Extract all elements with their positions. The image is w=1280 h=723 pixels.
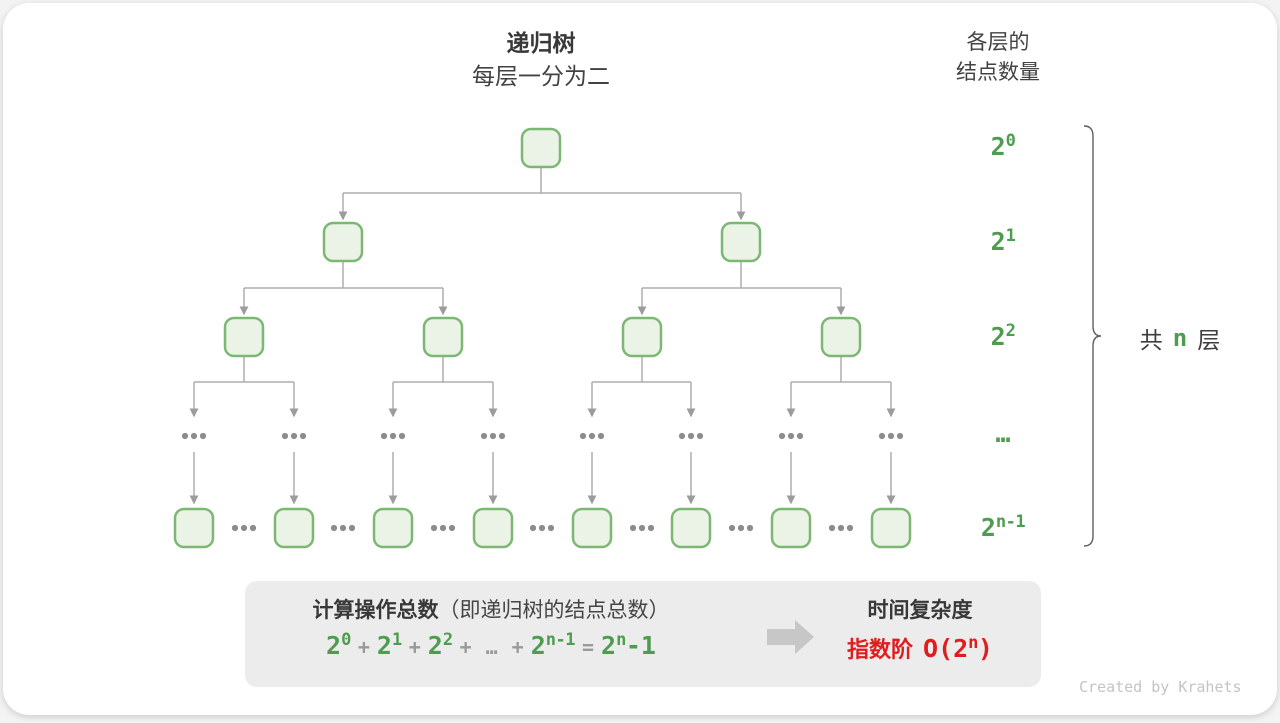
tree-node	[273, 507, 315, 549]
tree-node	[372, 507, 414, 549]
summary-box: 计算操作总数（即递归树的结点总数） 20+21+22+…+2n-1=2n-1 时…	[245, 581, 1041, 687]
tree-node	[621, 316, 663, 358]
tree-node	[472, 507, 514, 549]
implies-arrow-icon	[767, 620, 815, 654]
tree-node-root	[520, 127, 562, 169]
tree-connectors	[189, 167, 896, 505]
watermark: Created by Krahets	[1079, 678, 1242, 696]
total-layers-post: 层	[1197, 327, 1221, 353]
tree-node	[173, 507, 215, 549]
tree-node	[770, 507, 812, 549]
tree-node	[223, 316, 265, 358]
operations-total-title-note: （即递归树的结点总数）	[438, 599, 670, 622]
operations-total-title-bold: 计算操作总数	[312, 599, 439, 622]
tree-node	[870, 507, 912, 549]
diagram-title-block: 递归树 每层一分为二	[391, 27, 691, 93]
levels-column-header-line1: 各层的	[966, 31, 1030, 54]
tree-node	[670, 507, 712, 549]
tree-node	[571, 507, 613, 549]
total-layers-label: 共 n 层	[1115, 321, 1245, 355]
total-layers-n: n	[1172, 324, 1188, 352]
geometric-series-formula: 20+21+22+…+2n-1=2n-1	[326, 630, 656, 660]
tree-node	[322, 221, 364, 263]
operations-total-title: 计算操作总数（即递归树的结点总数）	[257, 594, 725, 624]
level-count-label-2: 22	[990, 321, 1016, 351]
level-count-label-1: 21	[990, 226, 1016, 256]
layers-brace	[1083, 125, 1102, 547]
tree-node	[720, 221, 762, 263]
tree-node	[422, 316, 464, 358]
level-count-label-0: 20	[990, 131, 1016, 161]
total-layers-pre: 共	[1139, 327, 1163, 353]
recursion-tree-diagram	[173, 125, 1102, 549]
operations-total-section: 计算操作总数（即递归树的结点总数） 20+21+22+…+2n-1=2n-1	[257, 594, 725, 660]
tree-node	[820, 316, 862, 358]
level-count-label-ellipsis: …	[995, 419, 1011, 448]
levels-column-header-line2: 结点数量	[956, 61, 1040, 84]
diagram-title: 递归树	[506, 30, 576, 56]
diagram-card: 递归树 每层一分为二 各层的 结点数量 20 21 22 … 2n-1 共 n …	[3, 3, 1277, 715]
tree-nodes	[173, 127, 912, 549]
time-complexity-title: 时间复杂度	[867, 599, 973, 622]
diagram-subtitle: 每层一分为二	[472, 63, 610, 89]
levels-column-header: 各层的 结点数量	[908, 28, 1088, 88]
level-count-label-last: 2n-1	[980, 512, 1026, 542]
